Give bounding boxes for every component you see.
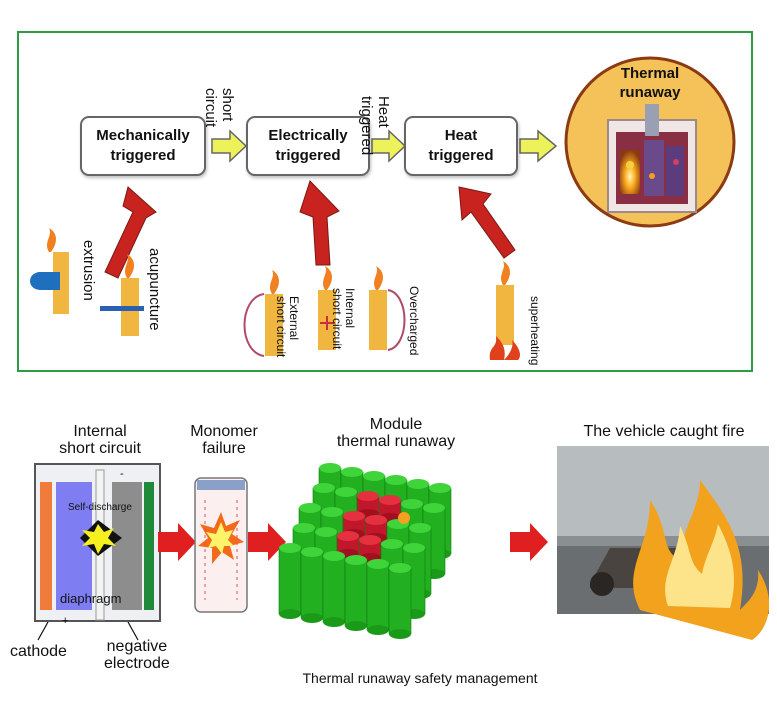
stage-mechanically-triggered: Mechanically triggered	[80, 116, 206, 176]
ignition-point	[398, 512, 410, 524]
top-diagram-frame	[17, 31, 753, 372]
stage-label: Electrically triggered	[268, 127, 348, 164]
minus-sign: -	[120, 468, 124, 480]
stage-label: Heat triggered	[428, 127, 494, 164]
step-arrow-2	[248, 523, 286, 561]
cause-arrow-mechanical	[104, 186, 157, 279]
step-arrow-1	[158, 523, 196, 561]
internal-short-circuit-battery-icon	[318, 266, 336, 350]
module-thermal-runaway-diagram	[278, 463, 452, 639]
overcharged-battery-icon	[369, 266, 406, 351]
thermal-runaway-title: Thermal runaway	[619, 65, 681, 101]
cause-label-acupuncture: acupuncture	[146, 248, 163, 331]
thermal-runaway-illustration	[564, 56, 736, 228]
cause-label-internal-short-circuit: Internal short circuit	[330, 288, 357, 350]
step-title-monomer-failure: Monomer failure	[190, 423, 258, 457]
cause-label-extrusion: extrusion	[80, 240, 97, 301]
negative-electrode-label: negative electrode	[104, 638, 170, 672]
battery-cylinder	[322, 551, 346, 627]
monomer-cell-diagram	[194, 477, 248, 613]
flow-arrow-1	[211, 129, 248, 163]
external-short-circuit-battery-icon	[243, 270, 283, 357]
diaphragm-label: diaphragm	[60, 591, 122, 606]
superheating-battery-icon	[489, 261, 520, 360]
cause-label-external-short-circuit: External short circuit	[274, 296, 301, 358]
stage-label: Mechanically triggered	[96, 127, 190, 164]
battery-cylinder	[388, 563, 412, 639]
battery-cylinder	[366, 559, 390, 635]
battery-cylinder	[278, 543, 302, 619]
transition-label-short-circuit: short circuit	[202, 88, 236, 128]
flow-arrow-3	[519, 129, 558, 163]
acupuncture-battery-icon	[100, 254, 144, 336]
burning-cell	[356, 491, 380, 519]
vehicle-fire-photo	[557, 446, 770, 640]
stage-heat-triggered: Heat triggered	[404, 116, 518, 176]
step-title-vehicle-caught-fire: The vehicle caught fire	[583, 423, 745, 440]
cause-arrow-electrical	[299, 180, 340, 266]
transition-label-heat-triggered: Heat triggered	[358, 96, 392, 156]
step-title-internal-short-circuit: Internal short circuit	[59, 423, 141, 457]
plus-sign: +	[62, 615, 69, 627]
cathode-label: cathode	[10, 643, 67, 660]
caption-thermal-runaway-safety-management: Thermal runaway safety management	[302, 670, 538, 686]
flow-arrow-2	[371, 129, 407, 163]
cause-label-overcharged: Overcharged	[407, 286, 421, 356]
stage-electrically-triggered: Electrically triggered	[246, 116, 370, 176]
cause-label-superheating: superheating	[528, 296, 542, 366]
cause-arrow-heat	[458, 186, 516, 259]
extrusion-battery-icon	[30, 228, 69, 314]
self-discharge-label: Self-discharge	[68, 502, 132, 513]
battery-cylinder	[344, 555, 368, 631]
step-arrow-3	[510, 523, 548, 561]
step-title-module-thermal-runaway: Module thermal runaway	[336, 416, 456, 450]
battery-cylinder	[300, 547, 324, 623]
battery-cell-diagram	[34, 463, 161, 641]
